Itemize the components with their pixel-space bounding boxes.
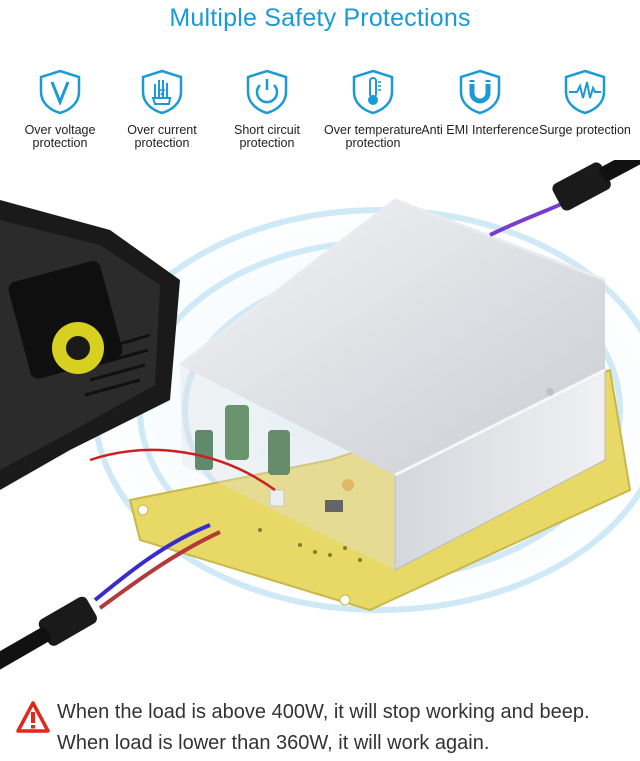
feature-label: Surge protection	[539, 123, 631, 137]
shield-thermometer-icon	[352, 69, 394, 115]
feature-label: Short circuit protection	[234, 123, 300, 150]
load-warning: When the load is above 400W, it will sto…	[0, 695, 640, 761]
page-title: Multiple Safety Protections	[169, 4, 471, 32]
warning-line-recovery: When load is lower than 360W, it will wo…	[57, 732, 490, 754]
feature-short-circuit: Short circuit protection	[207, 68, 327, 150]
warning-line-overload: When the load is above 400W, it will sto…	[57, 701, 590, 723]
product-illustration	[0, 146, 640, 690]
shield-wave-icon	[564, 69, 606, 115]
feature-anti-emi: Anti EMI Interference	[420, 68, 540, 137]
shield-hand-icon	[141, 69, 183, 115]
shield-magnet-icon	[459, 69, 501, 115]
power-supply-image	[0, 146, 640, 671]
feature-label: Over current protection	[127, 123, 197, 150]
feature-label: Anti EMI Interference	[421, 123, 539, 137]
shield-power-icon	[246, 69, 288, 115]
feature-label: Over voltage protection	[24, 123, 96, 150]
feature-over-temperature: Over temperature protection	[313, 68, 433, 150]
feature-over-voltage: Over voltage protection	[0, 68, 120, 150]
protection-features: Over voltage protection Over current pro…	[0, 68, 640, 158]
warning-triangle-icon	[16, 701, 50, 733]
feature-label: Over temperature protection	[324, 123, 422, 150]
feature-over-current: Over current protection	[102, 68, 222, 150]
shield-v-icon	[39, 69, 81, 115]
feature-surge: Surge protection	[525, 68, 640, 137]
